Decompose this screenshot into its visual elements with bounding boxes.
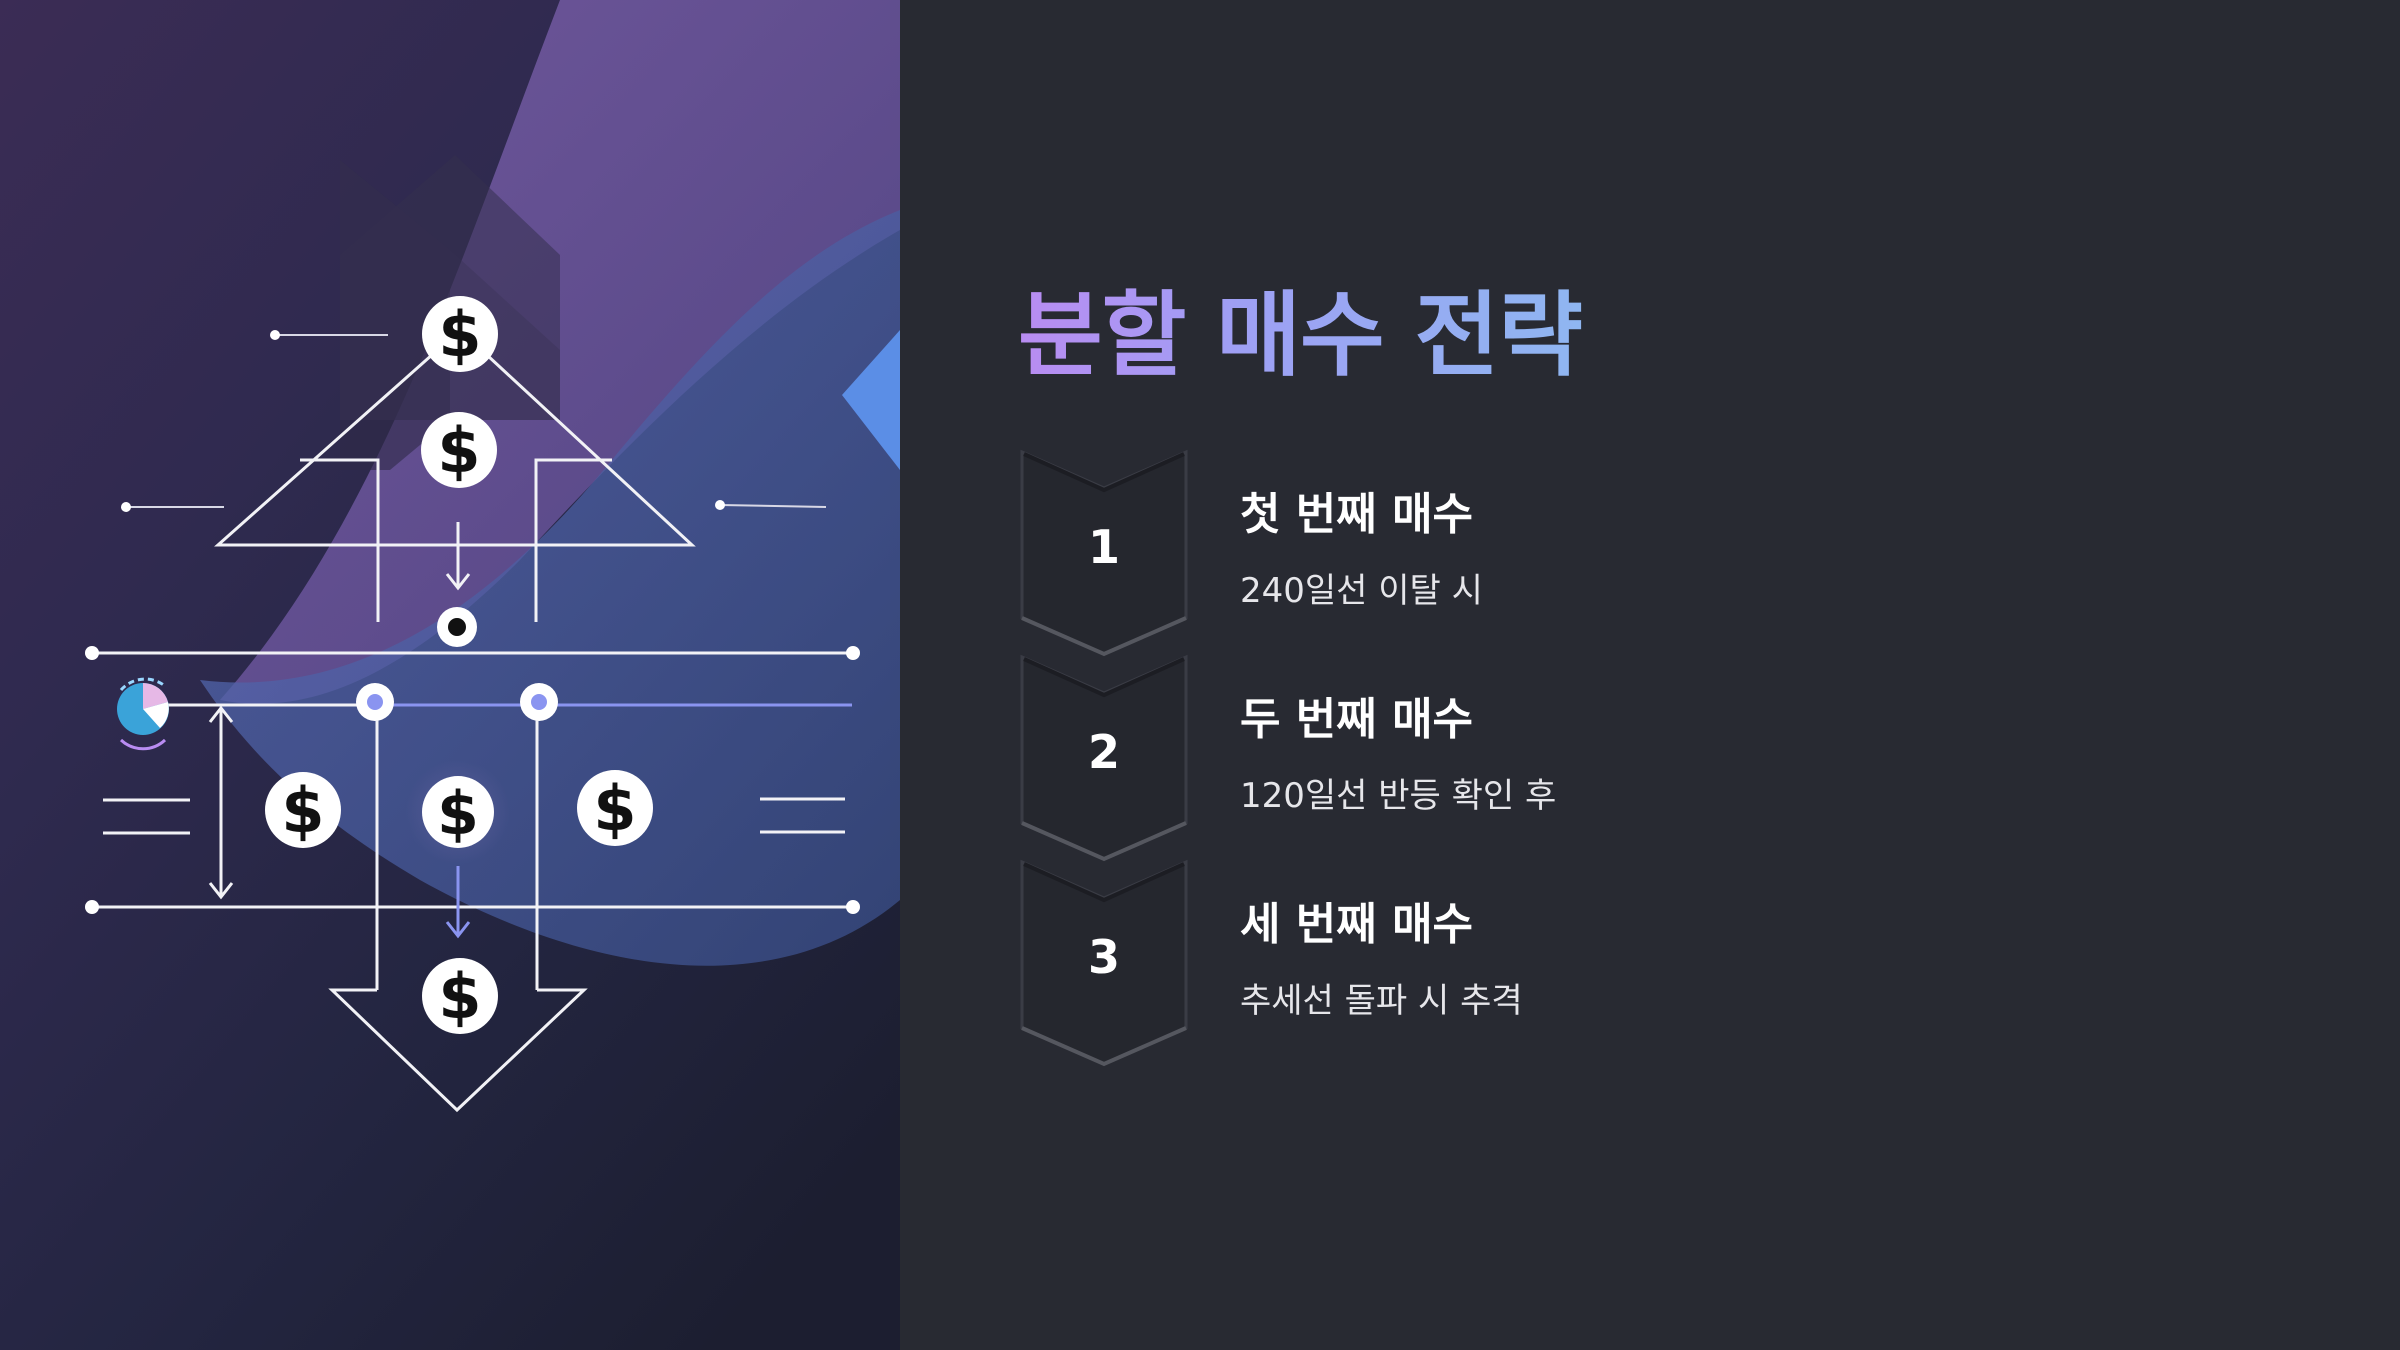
step-number: 2 xyxy=(1087,725,1120,779)
svg-text:$: $ xyxy=(438,298,481,371)
chevron-badge: 3 xyxy=(1018,858,1190,1068)
step-title: 두 번째 매수 xyxy=(1240,694,1474,745)
step-title: 첫 번째 매수 xyxy=(1240,489,1474,540)
dollar-coin-icon: $ xyxy=(577,770,653,846)
step-item-1: 1 첫 번째 매수 240일선 이탈 시 xyxy=(1018,448,2218,668)
step-number: 1 xyxy=(1087,520,1120,574)
chevron-badge: 1 xyxy=(1018,448,1190,658)
down-arrow-icon xyxy=(445,866,471,939)
step-number: 3 xyxy=(1087,930,1120,984)
dollar-coin-icon: $ xyxy=(422,776,494,849)
step-description: 추세선 돌파 시 추격 xyxy=(1240,981,1523,1021)
svg-text:$: $ xyxy=(438,960,481,1033)
content-panel: 분할 매수 전략 1 첫 번째 매수 240일선 이탈 시 xyxy=(900,0,2400,1350)
step-description: 120일선 반등 확인 후 xyxy=(1240,776,1557,816)
step-item-2: 2 두 번째 매수 120일선 반등 확인 후 xyxy=(1018,653,2218,873)
dollar-coin-icon: $ xyxy=(421,412,497,488)
page-title: 분할 매수 전략 xyxy=(1018,282,1583,389)
dollar-coin-icon: $ xyxy=(422,958,498,1034)
dollar-coin-icon: $ xyxy=(422,296,498,372)
svg-text:$: $ xyxy=(437,414,480,487)
down-arrow-icon xyxy=(445,522,471,591)
double-arrow-icon xyxy=(208,705,234,900)
illustration-panel: $ $ xyxy=(0,0,900,1350)
chevron-badge: 2 xyxy=(1018,653,1190,863)
step-item-3: 3 세 번째 매수 추세선 돌파 시 추격 xyxy=(1018,858,2218,1078)
split-buy-illustration: $ $ xyxy=(0,0,900,1350)
svg-text:$: $ xyxy=(281,774,324,847)
dollar-coin-icon: $ xyxy=(265,772,341,848)
svg-text:$: $ xyxy=(437,779,479,849)
step-title: 세 번째 매수 xyxy=(1240,899,1474,950)
svg-text:$: $ xyxy=(593,772,636,845)
pie-chart-icon xyxy=(117,677,169,751)
step-description: 240일선 이탈 시 xyxy=(1240,571,1483,611)
